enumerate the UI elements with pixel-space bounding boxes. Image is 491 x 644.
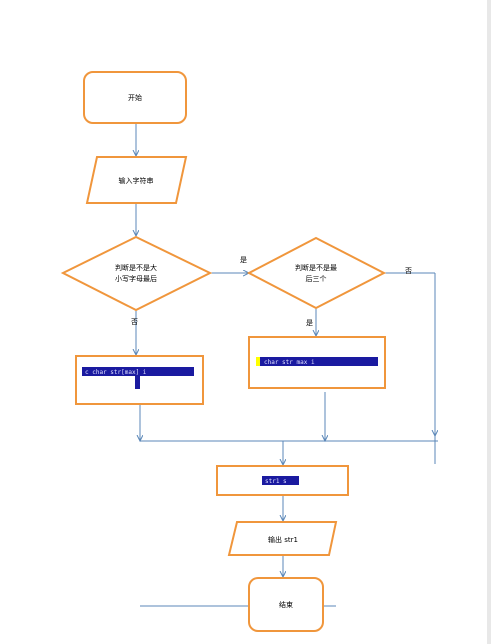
node-output-label: 输出 str1 [268,535,298,544]
node-decision1[interactable]: 判断是不是大 小写字母最后 [60,235,213,312]
node-start-label: 开始 [128,93,142,102]
node-end[interactable]: 结束 [248,577,324,632]
node-process1[interactable]: c char str[max] i [75,355,204,405]
node-decision2-line2: 后三个 [306,274,327,283]
node-decision1-line1: 判断是不是大 [115,263,157,272]
label-d1-no: 否 [131,318,138,326]
process2-code-block [260,357,378,366]
process1-code-block-2 [135,376,140,389]
node-decision1-line2: 小写字母最后 [115,274,157,283]
node-input-label: 输入字符串 [119,176,154,185]
node-decision2-line1: 判断是不是最 [295,263,337,272]
node-output[interactable]: 输出 str1 [227,521,338,556]
node-input[interactable]: 输入字符串 [85,156,188,204]
assign-code: str1 s [265,478,287,485]
process1-code: c char str[max] i [85,369,147,376]
node-assign[interactable]: str1 s [216,465,349,496]
label-d2-yes: 是 [306,319,313,327]
label-d2-no: 否 [405,267,412,275]
node-end-label: 结束 [279,600,293,609]
assign-code-block [262,476,299,485]
process2-code: char str max i [264,359,315,366]
node-process2[interactable]: char str max i [248,336,386,389]
process1-code-block [82,367,194,376]
page-right-edge [487,0,491,644]
process2-highlight [256,357,260,366]
label-d1-yes: 是 [240,256,247,264]
connectors [136,123,438,607]
node-start[interactable]: 开始 [83,71,187,124]
node-decision2[interactable]: 判断是不是最 后三个 [246,236,387,310]
